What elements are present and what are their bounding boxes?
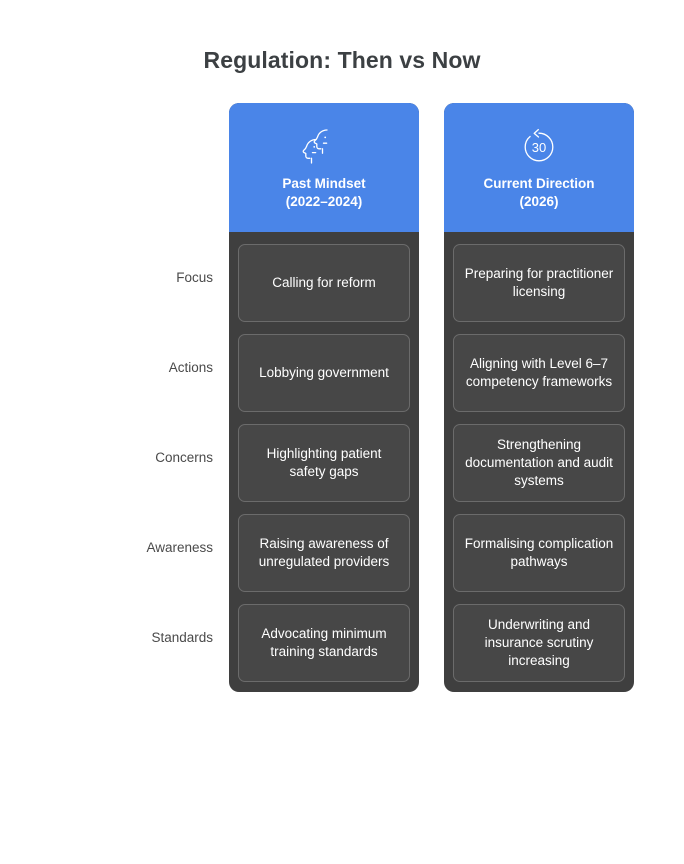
column-body-past-mindset: Calling for reform Lobbying government H… [229,232,419,682]
row-label-concerns: Concerns [155,449,213,465]
replay-30-icon: 30 [519,125,559,169]
svg-text:30: 30 [532,140,546,155]
row-label-column: Focus Actions Concerns Awareness Standar… [0,103,229,682]
column-header-past-mindset: Past Mindset (2022–2024) [229,103,419,232]
row-label-standards: Standards [151,629,213,645]
cell-past-awareness: Raising awareness of unregulated provide… [238,514,410,592]
cell-past-standards: Advocating minimum training standards [238,604,410,682]
column-past-mindset: Past Mindset (2022–2024) Calling for ref… [229,103,419,692]
column-header-current-direction: 30 Current Direction (2026) [444,103,634,232]
cell-current-actions: Aligning with Level 6–7 competency frame… [453,334,625,412]
two-head-profiles-icon [301,125,347,169]
row-label-focus: Focus [176,269,213,285]
row-label-actions: Actions [168,359,213,375]
cell-past-concerns: Highlighting patient safety gaps [238,424,410,502]
cell-past-actions: Lobbying government [238,334,410,412]
column-title-current-direction: Current Direction (2026) [477,175,600,211]
column-body-current-direction: Preparing for practitioner licensing Ali… [444,232,634,682]
cell-current-concerns: Strengthening documentation and audit sy… [453,424,625,502]
cell-current-awareness: Formalising complication pathways [453,514,625,592]
column-title-line1: Past Mindset [282,176,366,191]
column-current-direction: 30 Current Direction (2026) Preparing fo… [444,103,634,692]
column-title-past-mindset: Past Mindset (2022–2024) [276,175,371,211]
column-title-line2: (2026) [519,194,559,209]
cell-current-focus: Preparing for practitioner licensing [453,244,625,322]
column-title-line2: (2022–2024) [285,194,363,209]
page-title: Regulation: Then vs Now [203,47,481,73]
row-label-awareness: Awareness [146,539,213,555]
comparison-grid: Focus Actions Concerns Awareness Standar… [0,103,684,692]
cell-past-focus: Calling for reform [238,244,410,322]
column-title-line1: Current Direction [483,176,595,191]
cell-current-standards: Underwriting and insurance scrutiny incr… [453,604,625,682]
